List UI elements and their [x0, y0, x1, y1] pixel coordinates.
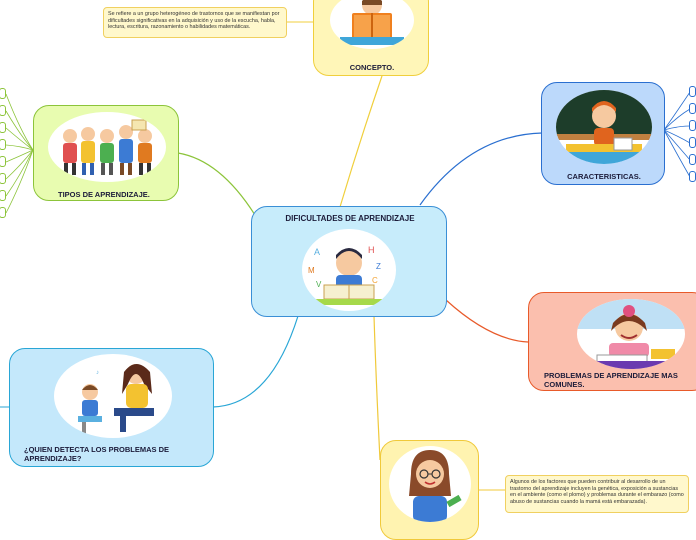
tipos-subtopic-1[interactable]: [0, 88, 6, 99]
carac-subtopic-5[interactable]: [689, 154, 696, 165]
svg-text:H: H: [368, 245, 375, 255]
woman-glasses-icon: [389, 446, 471, 522]
carac-subtopic-3[interactable]: [689, 120, 696, 131]
svg-text:C: C: [372, 276, 378, 285]
central-node[interactable]: DIFICULTADES DE APRENDIZAJE A M V H Z C: [251, 206, 447, 317]
tipos-subtopic-8[interactable]: [0, 207, 6, 218]
svg-text:Z: Z: [376, 262, 381, 271]
link-causas: [373, 315, 381, 461]
quien-node[interactable]: ♪ ¿QUIEN DETECTA LOS PROBLEMAS DE APREND…: [9, 348, 214, 467]
carac-subtopic-4[interactable]: [689, 137, 696, 148]
quien-title: ¿QUIEN DETECTA LOS PROBLEMAS DE APRENDIZ…: [24, 445, 170, 463]
link-carac: [419, 132, 543, 206]
svg-text:M: M: [308, 266, 315, 275]
girl-reading-icon: [330, 0, 414, 49]
tipos-subtopic-4[interactable]: [0, 139, 6, 150]
teacher-child-icon: ♪: [54, 354, 172, 438]
caracteristicas-title: CARACTERISTICAS.: [567, 172, 641, 181]
concepto-note[interactable]: Se refiere a un grupo heterogéneo de tra…: [103, 7, 287, 38]
link-concepto: [339, 75, 383, 208]
svg-text:A: A: [314, 247, 320, 257]
tipos-subtopic-2[interactable]: [0, 105, 6, 116]
tipos-subtopic-6[interactable]: [0, 173, 6, 184]
link-tipos: [177, 152, 256, 216]
causas-note[interactable]: Algunos de los factores que pueden contr…: [505, 475, 689, 513]
link-problemas: [445, 299, 529, 343]
tipos-subtopic-7[interactable]: [0, 190, 6, 201]
tipos-title: TIPOS DE APRENDIZAJE.: [58, 190, 150, 199]
concepto-note-text: Se refiere a un grupo heterogéneo de tra…: [108, 11, 280, 31]
student-chalkboard-icon: [556, 90, 652, 164]
causas-note-text: Algunos de los factores que pueden contr…: [510, 479, 684, 505]
boy-with-letters-icon: A M V H Z C: [302, 229, 396, 311]
carac-subtopic-2[interactable]: [689, 103, 696, 114]
connector-lines: [0, 21, 691, 491]
carac-subtopic-6[interactable]: [689, 171, 696, 182]
svg-text:V: V: [316, 280, 322, 289]
problemas-title: PROBLEMAS DE APRENDIZAJE MAS COMUNES.: [544, 371, 678, 389]
causas-node[interactable]: [380, 440, 479, 540]
frustrated-girl-icon: [577, 299, 685, 369]
concepto-title: CONCEPTO.: [349, 63, 395, 72]
link-quien: [212, 315, 299, 408]
caracteristicas-node[interactable]: CARACTERISTICAS.: [541, 82, 665, 185]
problemas-node[interactable]: PROBLEMAS DE APRENDIZAJE MAS COMUNES.: [528, 292, 696, 391]
tipos-subtopic-3[interactable]: [0, 122, 6, 133]
svg-text:♪: ♪: [96, 370, 99, 376]
tipos-subtopic-5[interactable]: [0, 156, 6, 167]
concepto-node[interactable]: CONCEPTO.: [313, 0, 429, 76]
children-group-icon: [48, 112, 166, 182]
carac-subtopic-1[interactable]: [689, 86, 696, 97]
central-title: DIFICULTADES DE APRENDIZAJE: [285, 214, 415, 223]
tipos-node[interactable]: TIPOS DE APRENDIZAJE.: [33, 105, 179, 201]
